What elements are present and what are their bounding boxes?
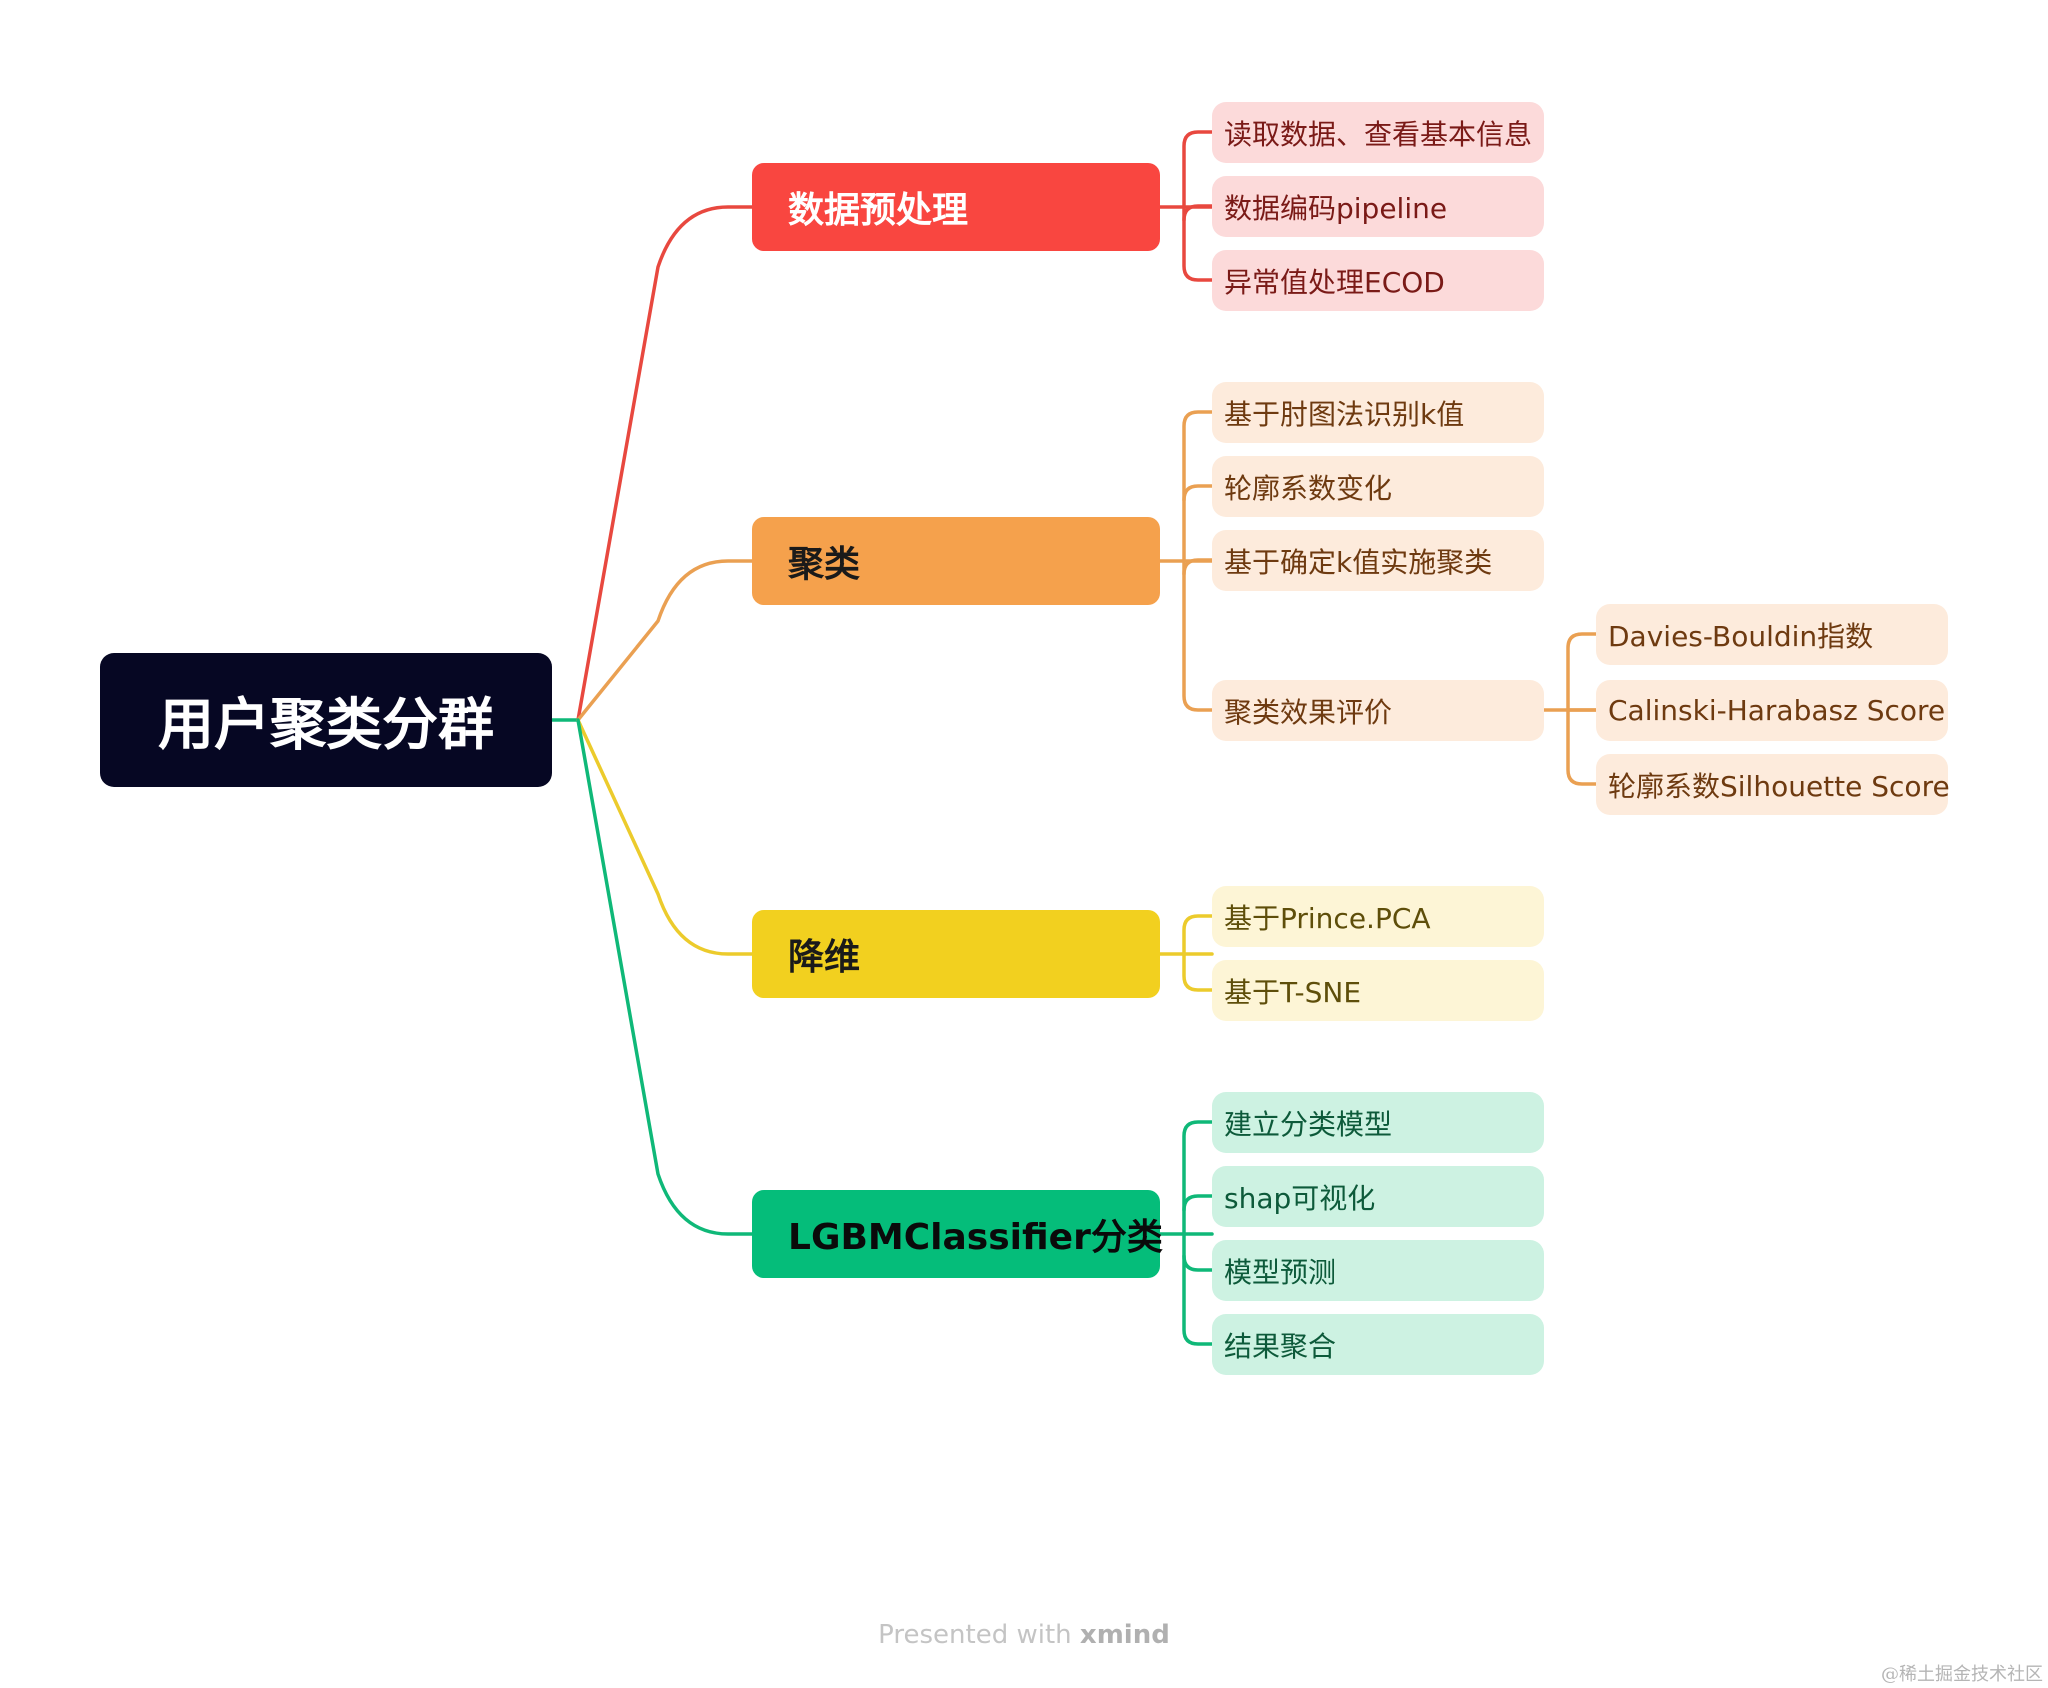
leaf-calinski-harabasz[interactable]: Calinski-Harabasz Score — [1596, 680, 1948, 741]
root-to-cluster-line — [576, 559, 754, 722]
leaf-cluster-evaluation[interactable]: 聚类效果评价 — [1212, 680, 1544, 741]
classify-bracket-leaf-1 — [1182, 1194, 1214, 1212]
branch-reduce[interactable]: 降维 — [752, 910, 1160, 998]
leaf-silhouette-score[interactable]: 轮廓系数Silhouette Score — [1596, 754, 1950, 815]
reduce-bracket-leaf-1 — [1182, 952, 1214, 992]
leaf-outlier-ecod[interactable]: 异常值处理ECOD — [1212, 250, 1544, 311]
reduce-bracket-leaf-0 — [1182, 914, 1214, 956]
branch-cluster[interactable]: 聚类 — [752, 517, 1160, 605]
xmind-brand: xmind — [1079, 1620, 1170, 1650]
branch-classify[interactable]: LGBMClassifier分类 — [752, 1190, 1163, 1278]
leaf-result-aggregate[interactable]: 结果聚合 — [1212, 1314, 1544, 1375]
root-to-preprocess-line — [576, 205, 754, 722]
evaluation-bracket-leaf-0 — [1566, 632, 1598, 712]
leaf-apply-clustering[interactable]: 基于确定k值实施聚类 — [1212, 530, 1544, 591]
leaf-elbow-k[interactable]: 基于肘图法识别k值 — [1212, 382, 1544, 443]
cluster-bracket-leaf-1 — [1182, 484, 1214, 502]
root-topic[interactable]: 用户聚类分群 — [100, 653, 552, 787]
leaf-silhouette-change[interactable]: 轮廓系数变化 — [1212, 456, 1544, 517]
leaf-davies-bouldin[interactable]: Davies-Bouldin指数 — [1596, 604, 1948, 665]
watermark: @稀土掘金技术社区 — [1881, 1664, 2043, 1685]
leaf-build-model[interactable]: 建立分类模型 — [1212, 1092, 1544, 1153]
cluster-bracket-leaf-0 — [1182, 410, 1214, 563]
classify-bracket-leaf-3 — [1182, 1232, 1214, 1346]
evaluation-bracket-leaf-2 — [1566, 708, 1598, 786]
cluster-bracket-leaf-3 — [1182, 559, 1214, 712]
leaf-encode-pipeline[interactable]: 数据编码pipeline — [1212, 176, 1544, 237]
presented-with-footer: Presented with xmind — [0, 1620, 2048, 1650]
classify-bracket-leaf-0 — [1182, 1120, 1214, 1236]
leaf-prince-pca[interactable]: 基于Prince.PCA — [1212, 886, 1544, 947]
leaf-read-data[interactable]: 读取数据、查看基本信息 — [1212, 102, 1544, 163]
preprocess-bracket-leaf-0 — [1182, 130, 1214, 209]
preprocess-bracket-leaf-2 — [1182, 205, 1214, 282]
footer-prefix: Presented with — [878, 1620, 1080, 1650]
leaf-model-predict[interactable]: 模型预测 — [1212, 1240, 1544, 1301]
root-to-classify-line — [576, 718, 754, 1236]
leaf-tsne[interactable]: 基于T-SNE — [1212, 960, 1544, 1021]
leaf-shap-visual[interactable]: shap可视化 — [1212, 1166, 1544, 1227]
root-to-reduce-line — [576, 718, 754, 956]
classify-bracket-leaf-2 — [1182, 1254, 1214, 1272]
branch-preprocess[interactable]: 数据预处理 — [752, 163, 1160, 251]
